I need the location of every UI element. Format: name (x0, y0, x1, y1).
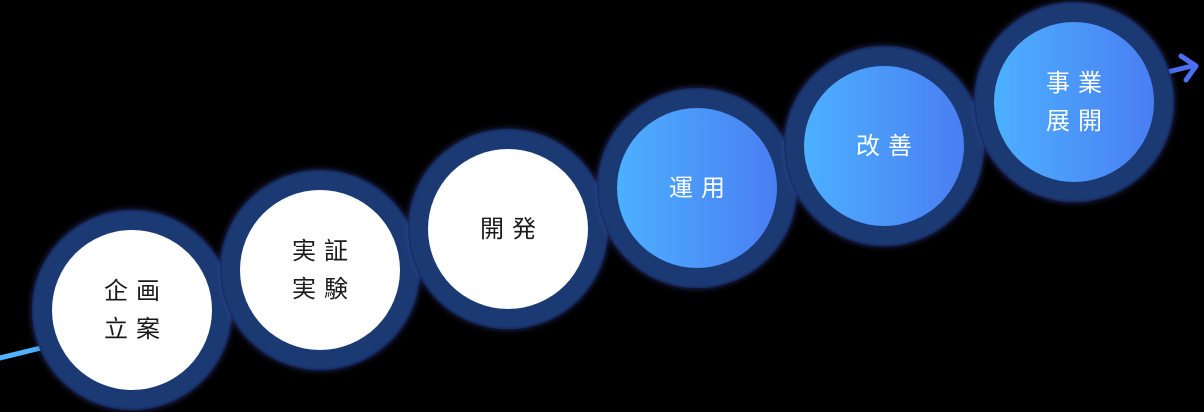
step-label-line: 事業 (1046, 69, 1110, 97)
step-business-expansion-face: 事業 展開 (994, 22, 1154, 182)
step-operation: 運用 (599, 90, 795, 286)
step-proof-of-concept: 実証 実験 (222, 172, 418, 368)
step-label-line: 運用 (669, 174, 733, 202)
step-label-line: 開発 (480, 215, 544, 243)
step-label-line: 立案 (104, 315, 168, 343)
step-label-line: 企画 (104, 277, 168, 305)
step-planning-face: 企画 立案 (52, 230, 212, 390)
step-label-line: 実験 (292, 275, 356, 303)
step-planning: 企画 立案 (34, 212, 230, 408)
step-improvement: 改善 (786, 48, 982, 244)
step-improvement-face: 改善 (804, 66, 964, 226)
step-development: 開発 (410, 131, 606, 327)
step-operation-face: 運用 (617, 108, 777, 268)
step-label-line: 展開 (1046, 107, 1110, 135)
step-development-face: 開発 (428, 149, 588, 309)
step-proof-of-concept-face: 実証 実験 (240, 190, 400, 350)
arrow-right-icon (1178, 53, 1199, 83)
step-label-line: 改善 (856, 132, 920, 160)
step-label-line: 実証 (292, 237, 356, 265)
step-business-expansion: 事業 展開 (976, 4, 1172, 200)
